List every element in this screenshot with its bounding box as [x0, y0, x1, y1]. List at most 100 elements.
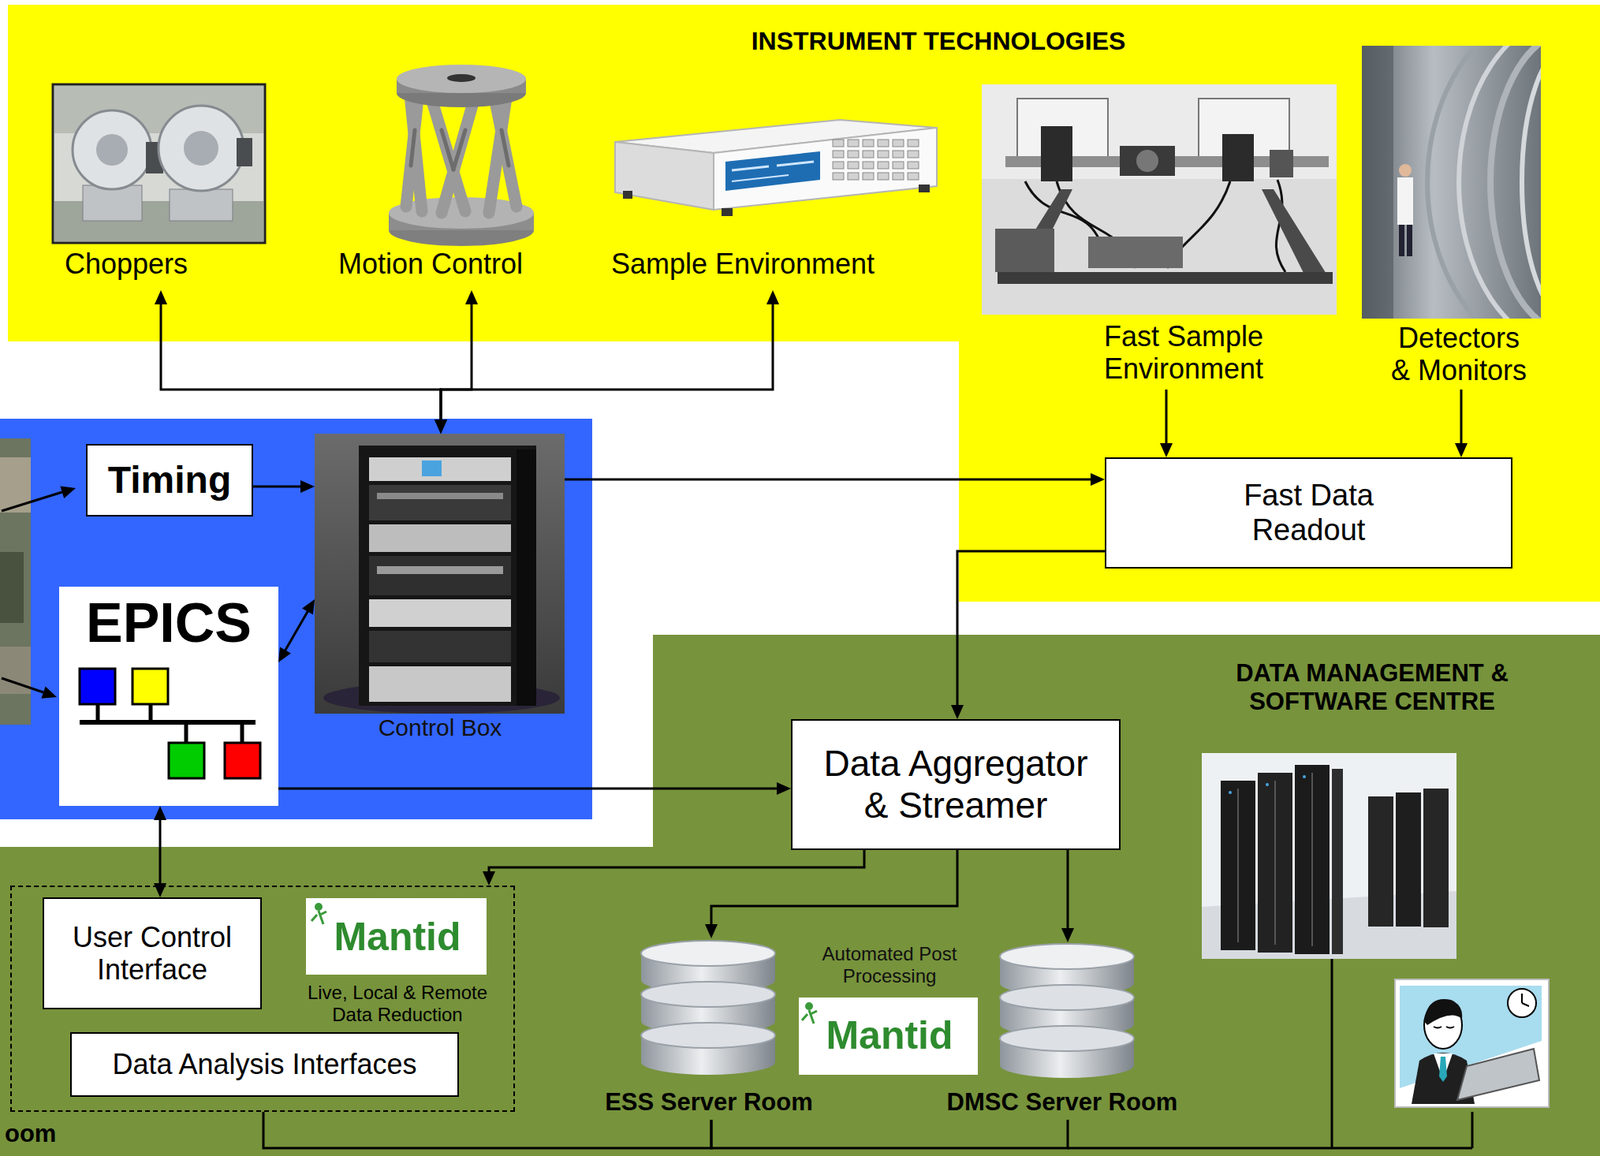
controller-photo: [622, 190, 633, 199]
label-holder: Live, Local & Remote Data Reduction: [298, 981, 497, 1026]
label-holder: DATA MANAGEMENT & SOFTWARE CENTRE: [1214, 659, 1530, 716]
sample-rig-photo: [1222, 134, 1254, 182]
sample-unit: Sample Environment: [603, 114, 943, 291]
label-text: oom: [4, 1119, 56, 1149]
label-holder: Motion Control: [327, 247, 534, 280]
label-holder: INSTRUMENT TECHNOLOGIES: [662, 26, 1215, 56]
server-room-unit: ESS Server Room: [637, 938, 784, 1120]
user-icon: [1394, 979, 1549, 1108]
site-arrow: [1, 492, 63, 511]
label-text: INSTRUMENT TECHNOLOGIES: [751, 26, 1127, 56]
epics-unit: EPICS: [59, 586, 279, 806]
chopper-photo: [236, 137, 253, 167]
server-cluster: [1257, 772, 1293, 953]
controller-photo: [615, 141, 714, 210]
server-cluster: [1331, 768, 1343, 955]
label-text: Data Aggregator & Streamer: [809, 742, 1103, 827]
data-centre-region: DATA MANAGEMENT & SOFTWARE CENTRE Data Ag…: [0, 634, 1600, 1156]
connector-arrow: [1061, 850, 1075, 943]
connector-line: [711, 850, 958, 928]
sample-rig-photo: [1088, 236, 1183, 269]
rack-photo: [421, 460, 442, 477]
connector-line: [1066, 850, 1070, 932]
connector-arrow: [154, 290, 448, 434]
connector-arrow: [951, 551, 1105, 720]
server-cluster: [1311, 772, 1313, 947]
label-holder: Fast Sample Environment: [1089, 320, 1279, 386]
chopper-photo: [96, 134, 128, 166]
arrow-head: [302, 599, 315, 616]
chopper-photo: [82, 185, 142, 221]
sample-rig-photo: [981, 84, 1337, 315]
user-icon: [1457, 1048, 1540, 1101]
chopper-photo: [169, 189, 233, 221]
arrow-head: [482, 871, 496, 886]
epics-logo: [149, 704, 153, 723]
connector-arrow: [278, 782, 791, 795]
server-cluster: [1265, 783, 1269, 787]
arrow-head: [1159, 443, 1173, 458]
detector-unit: Detectors & Monitors: [1357, 41, 1548, 390]
fast-sample-unit: Fast Sample Environment: [977, 78, 1341, 390]
hexapod-photo: [453, 130, 466, 170]
arrow-head: [465, 290, 478, 305]
database-icon: [641, 981, 776, 1007]
mantid-unit: Automated Post ProcessingMantid: [792, 943, 986, 1078]
chopper-photo: [158, 105, 244, 191]
server-cluster: [1201, 753, 1457, 959]
connector-arrow: [704, 850, 958, 939]
network-bus: [1331, 958, 1334, 1149]
sample-rig-photo: [1261, 189, 1333, 284]
hexapod-photo: [396, 64, 526, 94]
hexapod-photo: [441, 102, 474, 213]
connector-line: [283, 608, 310, 653]
rack-photo: [314, 433, 565, 714]
connector-line: [159, 816, 162, 887]
detector-photo: [1361, 45, 1541, 319]
database-icon: [641, 940, 776, 966]
connector-arrow: [253, 480, 315, 493]
detector-photo: [1398, 164, 1412, 177]
server-cluster: [1274, 780, 1276, 945]
connector-line: [564, 478, 1094, 482]
arrow-head: [951, 704, 964, 720]
rack-photo: [369, 555, 511, 596]
detector-photo: [1397, 177, 1414, 225]
label-holder: Mantid: [802, 1013, 977, 1060]
connector-arrow: [278, 599, 315, 663]
detector-photo: [1406, 224, 1413, 257]
epics-logo: [168, 742, 205, 779]
connector-line: [1165, 389, 1168, 447]
label-text: Fast Data Readout: [1206, 478, 1412, 548]
dashed-group: oomUser Control InterfaceMantidLive, Loc…: [10, 885, 515, 1112]
chopper-photo: [52, 84, 265, 243]
hexapod-photo: [441, 130, 454, 170]
server-cluster: [1294, 764, 1330, 955]
epics-logo: [132, 668, 168, 705]
label-text: Mantid: [333, 914, 461, 961]
arrow-head: [704, 924, 718, 939]
label-text: Data Analysis Interfaces: [111, 1048, 417, 1081]
rack-photo: [314, 433, 565, 714]
site-arrow: [59, 486, 76, 499]
network-bus: [1067, 958, 1473, 1149]
label-holder: Control Box: [353, 714, 527, 743]
connector-arrow: [1159, 389, 1173, 458]
aerial-photo: [0, 551, 24, 623]
rack-photo: [516, 449, 537, 706]
connector-arrow: [711, 1119, 1068, 1149]
detector-photo: [1427, 45, 1541, 319]
label-text: Choppers: [64, 247, 188, 280]
hexapod-photo: [410, 94, 422, 212]
connector-arrow: [1454, 389, 1468, 458]
connector-arrow: [434, 290, 478, 434]
process-box: User Control Interface: [42, 897, 262, 1010]
sample-rig-photo: [981, 84, 1337, 180]
epics-logo: [59, 586, 279, 806]
arrow-head: [434, 419, 448, 434]
label-holder: Detectors & Monitors: [1387, 321, 1530, 388]
user-icon: [1424, 999, 1463, 1026]
connector-line: [440, 301, 472, 423]
